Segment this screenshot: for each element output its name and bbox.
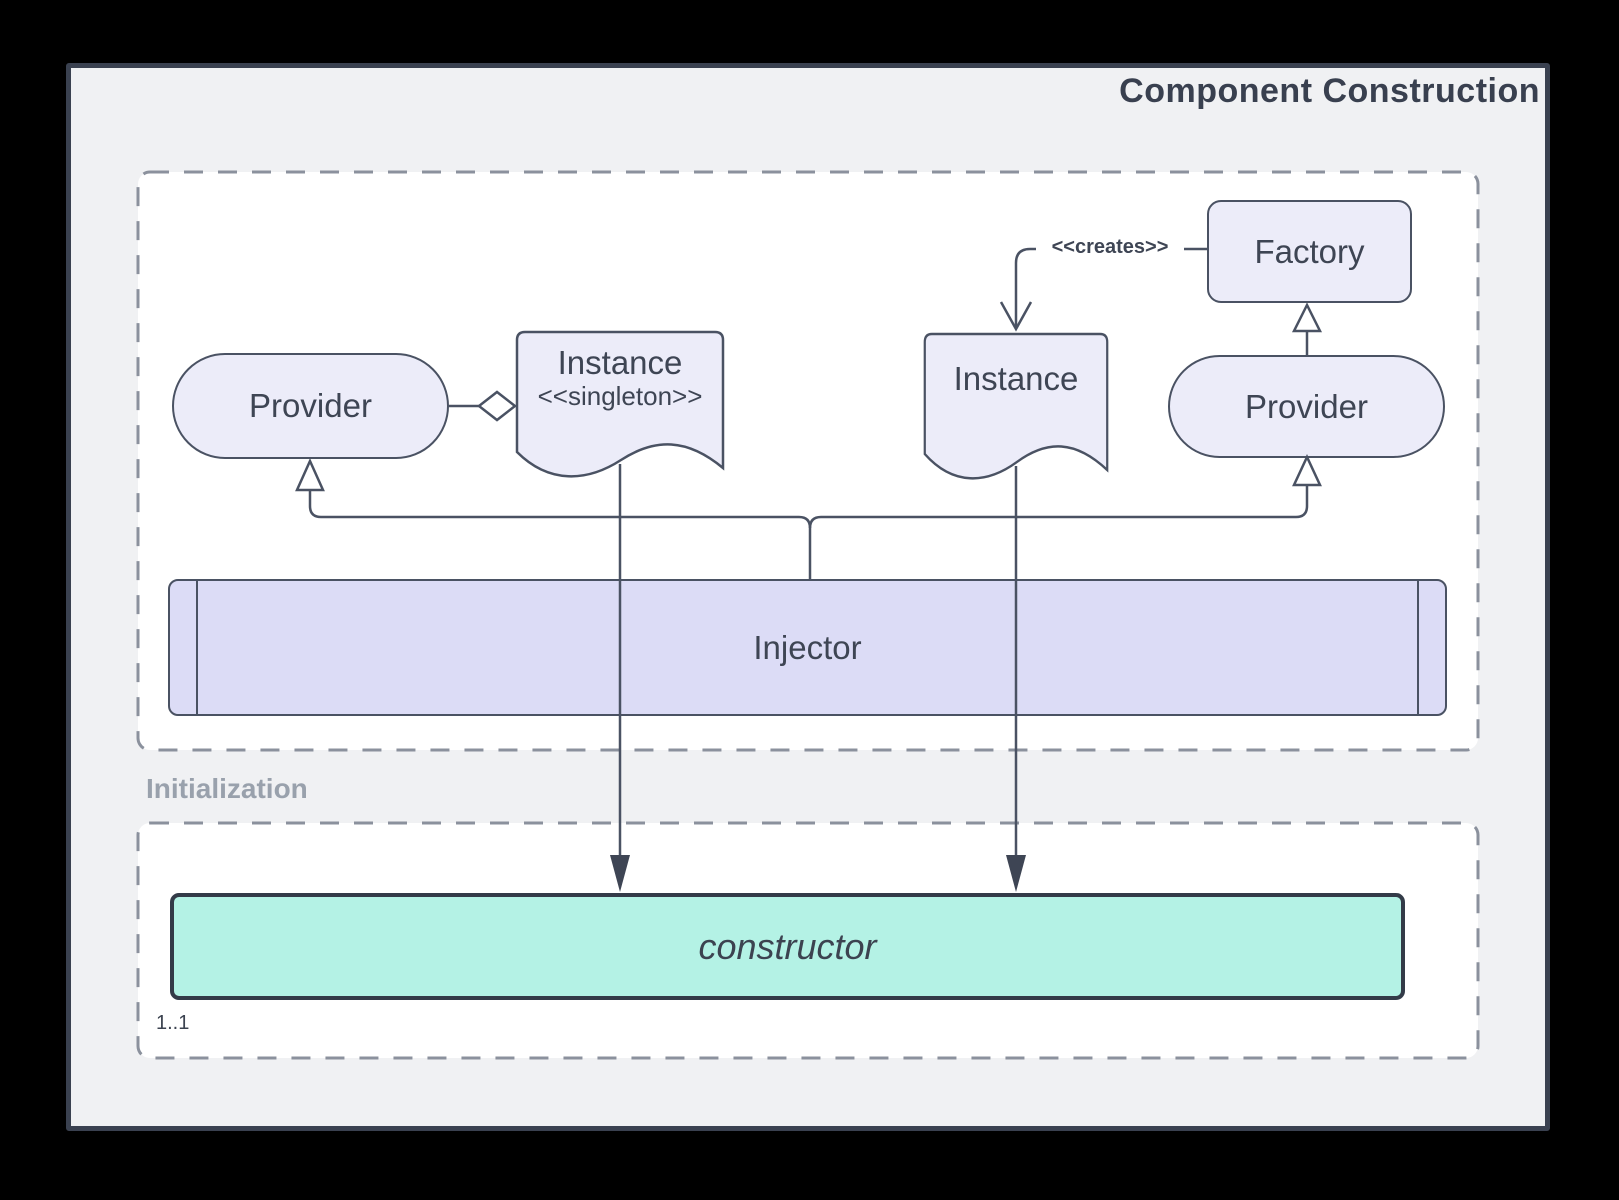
page-title: Component Construction bbox=[1119, 72, 1540, 110]
creates-label: <<creates>> bbox=[1036, 235, 1184, 260]
instance-document-shape bbox=[923, 332, 1109, 480]
factory-node: Factory bbox=[1207, 200, 1412, 303]
instance-singleton-label: Instance bbox=[557, 344, 683, 381]
instance-text: Instance bbox=[923, 360, 1109, 398]
injector-bar: Injector bbox=[168, 579, 1447, 716]
injector-label: Injector bbox=[753, 628, 862, 666]
constructor-node: constructor bbox=[170, 893, 1405, 1000]
multiplicity-label: 1..1 bbox=[156, 1012, 190, 1034]
provider-node-right: Provider bbox=[1168, 355, 1445, 458]
initialization-label: Initialization bbox=[146, 773, 308, 804]
injector-left-sideline bbox=[196, 581, 198, 714]
provider-left-label: Provider bbox=[249, 387, 372, 424]
instance-singleton-text: Instance <<singleton>> bbox=[515, 344, 725, 412]
provider-right-label: Provider bbox=[1245, 387, 1368, 425]
constructor-label: constructor bbox=[698, 925, 877, 967]
injector-right-sideline bbox=[1417, 581, 1419, 714]
provider-node-left: Provider bbox=[172, 353, 449, 459]
instance-singleton-stereotype: <<singleton>> bbox=[537, 380, 703, 411]
instance-label: Instance bbox=[953, 360, 1079, 397]
instance-singleton-document-shape bbox=[515, 330, 725, 478]
factory-label: Factory bbox=[1254, 232, 1365, 270]
